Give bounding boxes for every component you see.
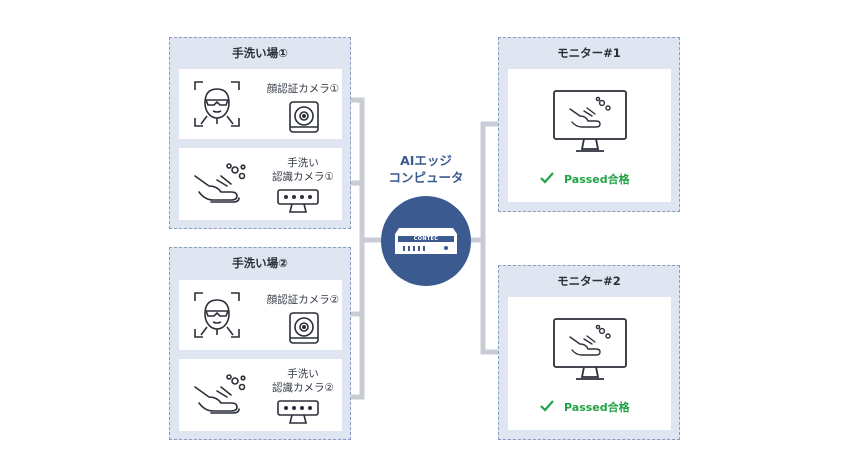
- monitor-display-icon: [553, 318, 627, 380]
- connector-to-monitor1: [471, 121, 510, 243]
- sink-panel-title: 手洗い場①: [232, 46, 288, 60]
- bar-camera-icon: [277, 189, 319, 213]
- hand-wash-icon: [194, 163, 246, 203]
- wash-camera-card: 手洗い 認識カメラ①: [179, 148, 342, 220]
- hand-wash-icon: [194, 374, 246, 414]
- face-camera-label: 顔認証カメラ①: [266, 83, 340, 95]
- passed-status: Passed合格: [564, 401, 630, 414]
- monitor-display-icon: [553, 90, 627, 152]
- wash-camera-label-line1: 手洗い: [287, 368, 319, 380]
- edge-computer-label-line2: コンピュータ: [388, 170, 464, 185]
- face-scan-icon: [194, 292, 240, 338]
- checkmark-icon: [540, 172, 554, 184]
- face-camera-label: 顔認証カメラ②: [266, 294, 340, 306]
- dome-camera-icon: [289, 101, 319, 133]
- passed-status: Passed合格: [564, 173, 630, 186]
- monitor-panel-1: モニター#1 Passed合格: [498, 37, 680, 212]
- edge-computer-hub: CONTEC: [381, 196, 471, 286]
- face-camera-card: 顔認証カメラ①: [179, 69, 342, 139]
- monitor-panel-title: モニター#1: [557, 46, 621, 60]
- wash-camera-label-line1: 手洗い: [287, 157, 319, 169]
- edge-computer-label-line1: AIエッジ: [400, 153, 452, 168]
- edge-computer-label: AIエッジ コンピュータ: [370, 152, 482, 186]
- sink-panel-2: 手洗い場② 顔認証カメラ②: [169, 247, 351, 440]
- face-camera-card: 顔認証カメラ②: [179, 280, 342, 350]
- bar-camera-icon: [277, 400, 319, 424]
- monitor-panel-2: モニター#2 Passed合格: [498, 265, 680, 440]
- connector-sink1-face: [342, 97, 381, 243]
- device-brand-text: CONTEC: [413, 236, 439, 242]
- sink-panel-1: 手洗い場① 顔認証カメラ①: [169, 37, 351, 229]
- wash-camera-label-line2: 認識カメラ①: [272, 171, 334, 183]
- monitor-panel-title: モニター#2: [557, 274, 621, 288]
- wash-camera-card: 手洗い 認識カメラ②: [179, 359, 342, 431]
- wash-camera-label-line2: 認識カメラ②: [272, 382, 334, 394]
- monitor-card: Passed合格: [508, 297, 671, 430]
- face-scan-icon: [194, 81, 240, 127]
- dome-camera-icon: [289, 312, 319, 344]
- monitor-card: Passed合格: [508, 69, 671, 202]
- checkmark-icon: [540, 400, 554, 412]
- edge-device-icon: [395, 228, 457, 254]
- sink-panel-title: 手洗い場②: [232, 256, 288, 270]
